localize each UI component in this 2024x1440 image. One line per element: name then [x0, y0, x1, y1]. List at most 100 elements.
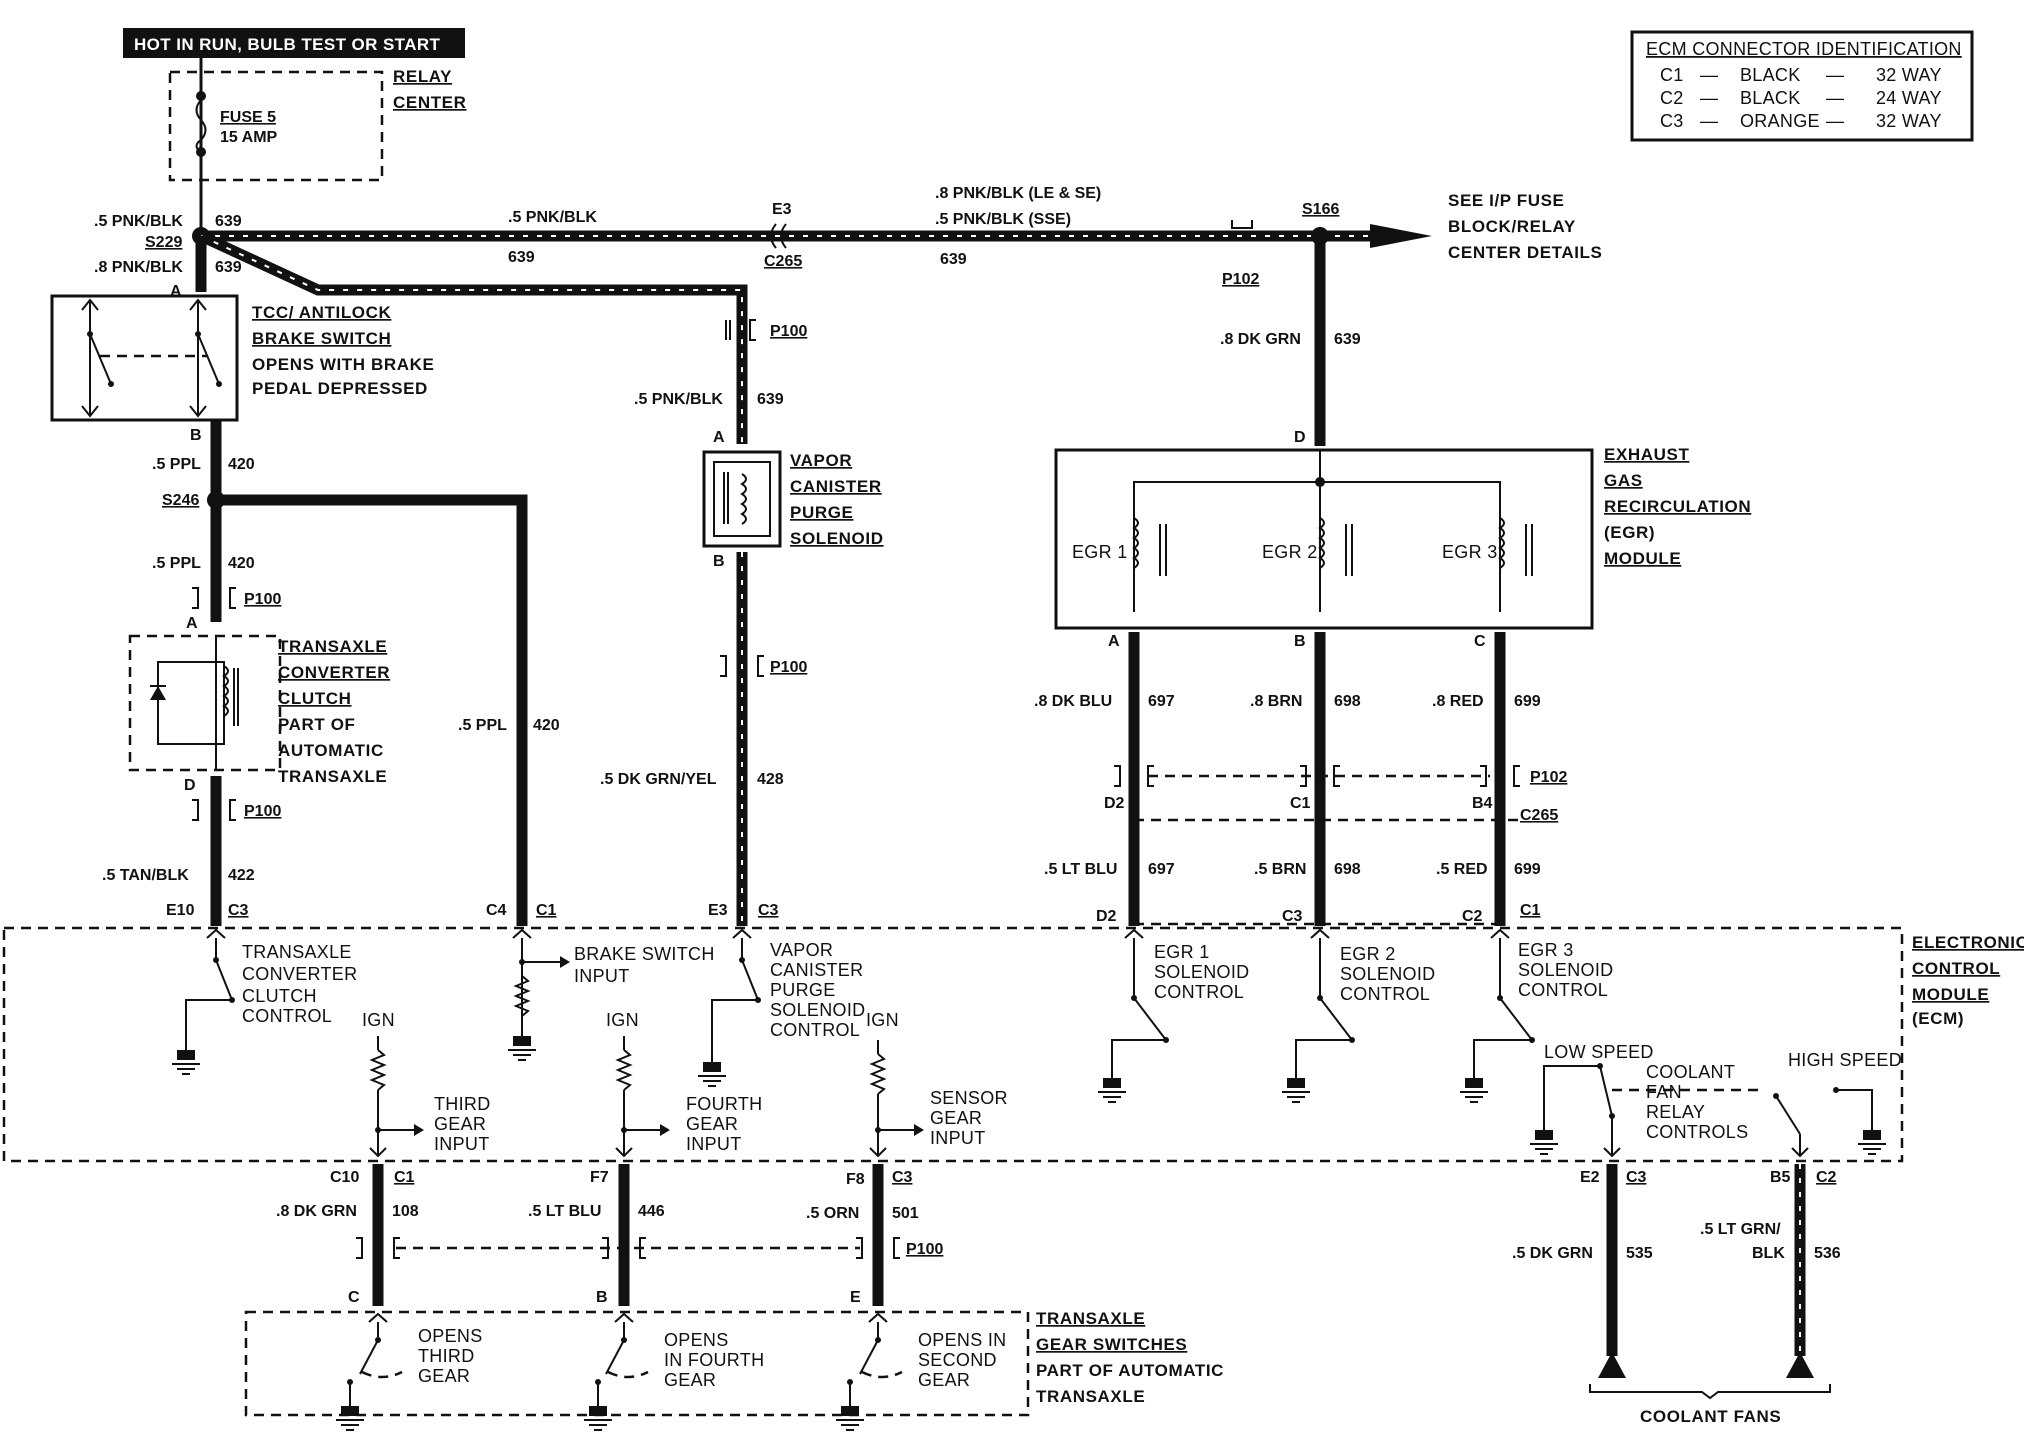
connector-label: B4: [1472, 795, 1493, 812]
pin-label: D: [1294, 429, 1306, 446]
wire-number: 639: [215, 213, 242, 230]
svg-text:—: —: [1700, 88, 1718, 108]
ecm-title: CONTROL: [1912, 959, 2000, 978]
relay-center-title-1: RELAY: [393, 67, 452, 86]
fourth-gear-switch-label: IN FOURTH: [664, 1350, 764, 1370]
ecm-tcc-ctrl: CONVERTER: [242, 964, 357, 984]
third-gear-input-label: INPUT: [434, 1134, 490, 1154]
wire-label: .8 DK GRN: [276, 1203, 357, 1220]
connector-label: D2: [1096, 908, 1117, 925]
wire-number: 536: [1814, 1245, 1841, 1262]
ecm-egr2-ctrl: EGR 2: [1340, 944, 1396, 964]
fuse-label: FUSE 5: [220, 109, 276, 126]
egr-module-box: [1054, 448, 1594, 630]
wire-label: .8 BRN: [1250, 693, 1302, 710]
connector-label: C1: [536, 902, 557, 919]
tcc-switch-title: TCC/ ANTILOCK: [252, 303, 391, 322]
ecm-vapor-ctrl: PURGE: [770, 980, 836, 1000]
tcc-switch-desc: PEDAL DEPRESSED: [252, 379, 428, 398]
svg-text:24 WAY: 24 WAY: [1876, 88, 1942, 108]
connector-label: C4: [486, 902, 507, 919]
gear-switches-box: [244, 1310, 1030, 1417]
sensor-gear-input: [869, 1040, 924, 1158]
splice-label: S229: [145, 234, 182, 251]
connector-label: C10: [330, 1169, 359, 1186]
clutch-title: TRANSAXLE: [278, 637, 387, 656]
gear-switches-title: TRANSAXLE: [1036, 1309, 1145, 1328]
egr-coil-label: EGR 2: [1262, 542, 1318, 562]
sensor-gear-input-label: SENSOR: [930, 1088, 1008, 1108]
fan-high-arrow: [1786, 1352, 1814, 1378]
connector-label: P100: [244, 591, 281, 608]
gear-switches-title: TRANSAXLE: [1036, 1387, 1145, 1406]
connector-label: C2: [1462, 908, 1483, 925]
vapor-title: SOLENOID: [790, 529, 884, 548]
wire-label: .5 BRN: [1254, 861, 1306, 878]
wire-number: 639: [215, 259, 242, 276]
egr-module-title: EXHAUST: [1604, 445, 1689, 464]
ecm-tcc-ctrl: CONTROL: [242, 1006, 332, 1026]
third-gear-input: [369, 1036, 424, 1158]
wire-420-brake-input: [216, 494, 528, 926]
wire-label: .5 PPL: [152, 555, 201, 572]
egr-coil-label: EGR 1: [1072, 542, 1128, 562]
connector-label: D2: [1104, 795, 1125, 812]
ecm-tcc-ctrl: CLUTCH: [242, 986, 317, 1006]
third-gear-switch-label: THIRD: [418, 1346, 475, 1366]
fourth-gear-switch-label: OPENS: [664, 1330, 729, 1350]
connector-label: F7: [590, 1169, 609, 1186]
svg-text:ORANGE: ORANGE: [1740, 111, 1820, 131]
wire-label: .5 PPL: [458, 717, 507, 734]
ecm-vapor-ctrl: CANISTER: [770, 960, 863, 980]
fuse-rating: 15 AMP: [220, 129, 278, 146]
fan-ctrl-label: COOLANT: [1646, 1062, 1735, 1082]
power-header-box: [123, 28, 465, 58]
connector-label: P100: [770, 659, 807, 676]
connector-label: C3: [892, 1169, 913, 1186]
wire-number: 420: [533, 717, 560, 734]
wire-label: .5 TAN/BLK: [102, 867, 189, 884]
fourth-gear-input-label: GEAR: [686, 1114, 738, 1134]
fan-ctrl-label: CONTROLS: [1646, 1122, 1748, 1142]
third-gear-input-label: GEAR: [434, 1114, 486, 1134]
wire-number: 699: [1514, 693, 1541, 710]
wire-label: .8 PNK/BLK: [94, 259, 183, 276]
see-ip-details-2: BLOCK/RELAY: [1448, 217, 1576, 236]
clutch-desc: PART OF: [278, 715, 356, 734]
svg-text:32 WAY: 32 WAY: [1876, 111, 1942, 131]
ecm-brake-input: BRAKE SWITCH: [574, 944, 715, 964]
wire-number: 420: [228, 555, 255, 572]
egr-module-title: GAS: [1604, 471, 1643, 490]
ecm-title: ELECTRONIC: [1912, 933, 2024, 952]
wire-number: 501: [892, 1205, 919, 1222]
ecm-egr1-ctrl: SOLENOID: [1154, 962, 1249, 982]
wire-label: BLK: [1752, 1245, 1785, 1262]
second-gear-switch-label: SECOND: [918, 1350, 997, 1370]
clutch-title: CONVERTER: [278, 663, 390, 682]
ign-label: IGN: [362, 1010, 395, 1030]
connector-label: E2: [1580, 1169, 1600, 1186]
connector-label: E3: [708, 902, 728, 919]
gear-switches-title: PART OF AUTOMATIC: [1036, 1361, 1224, 1380]
ecm-connector-table-title: ECM CONNECTOR IDENTIFICATION: [1646, 39, 1962, 59]
wire-label: .5 PNK/BLK: [94, 213, 183, 230]
svg-text:BLACK: BLACK: [1740, 88, 1801, 108]
ign-label: IGN: [606, 1010, 639, 1030]
connector-label: P100: [770, 323, 807, 340]
clutch-title: CLUTCH: [278, 689, 351, 708]
wire-number: 639: [757, 391, 784, 408]
fourth-gear-input: [615, 1036, 670, 1158]
ecm-egr3-ctrl: CONTROL: [1518, 980, 1608, 1000]
pin-label: C: [1474, 633, 1486, 650]
wire-label: .5 LT BLU: [1044, 861, 1117, 878]
clutch-desc: AUTOMATIC: [278, 741, 384, 760]
low-speed-label: LOW SPEED: [1544, 1042, 1654, 1062]
second-gear-switch-label: GEAR: [918, 1370, 970, 1390]
tcc-brake-switch-box: [50, 294, 239, 422]
ecm-brake-input: INPUT: [574, 966, 630, 986]
second-gear-switch-label: OPENS IN: [918, 1330, 1006, 1350]
connector-label: C3: [1282, 908, 1303, 925]
ecm-connector-row: C1 — BLACK — 32 WAY: [1660, 65, 1942, 85]
svg-text:32 WAY: 32 WAY: [1876, 65, 1942, 85]
wire-number: 420: [228, 456, 255, 473]
